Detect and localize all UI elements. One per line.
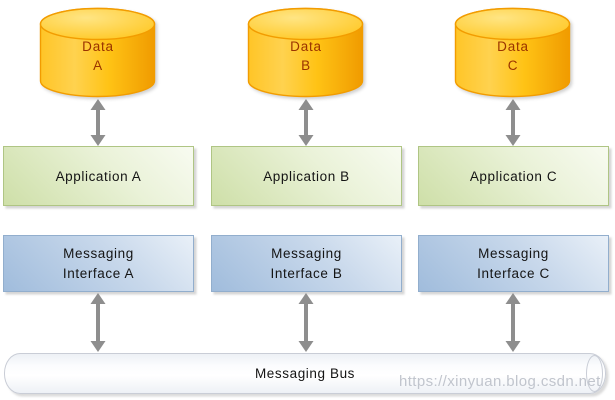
arrow-iface-bus-a-icon [90,293,106,352]
application-label-b: Application B [263,168,350,184]
database-label-b: Data B [211,37,401,75]
database-cylinder-a [39,7,156,98]
interface-label-c-line2: Interface C [477,265,550,281]
arrow-data-app-a-icon [90,99,106,146]
database-cylinder-c [454,7,571,98]
watermark-text: https://xinyuan.blog.csdn.net [399,373,601,390]
application-box-b: Application B [211,146,402,206]
database-label-b-line2: B [301,58,311,73]
database-cylinder-b [247,7,364,98]
interface-label-b-line2: Interface B [270,265,343,281]
database-label-a: Data A [3,37,193,75]
database-label-b-line1: Data [290,39,322,54]
interface-box-c: Messaging Interface C [418,235,609,292]
interface-label-a-line2: Interface A [62,265,135,281]
messaging-bus-label: Messaging Bus [254,365,356,381]
application-box-c: Application C [418,146,609,206]
arrow-data-app-c-icon [505,99,521,146]
arrow-iface-bus-b-icon [298,293,314,352]
database-label-c: Data C [418,37,608,75]
database-label-c-line2: C [507,58,519,73]
interface-label-b-line1: Messaging [271,245,342,261]
application-box-a: Application A [3,146,194,206]
interface-box-a: Messaging Interface A [3,235,194,292]
database-label-c-line1: Data [497,39,529,54]
messaging-bus: Messaging Bus [4,353,606,394]
arrow-iface-bus-c-icon [505,293,521,352]
application-label-a: Application A [55,168,142,184]
database-label-a-line1: Data [82,39,114,54]
database-label-a-line2: A [93,58,103,73]
interface-label-c-line1: Messaging [478,245,549,261]
interface-box-b: Messaging Interface B [211,235,402,292]
interface-label-a-line1: Messaging [63,245,134,261]
arrow-data-app-b-icon [298,99,314,146]
application-label-c: Application C [469,168,558,184]
bus-end-cap [586,355,603,392]
